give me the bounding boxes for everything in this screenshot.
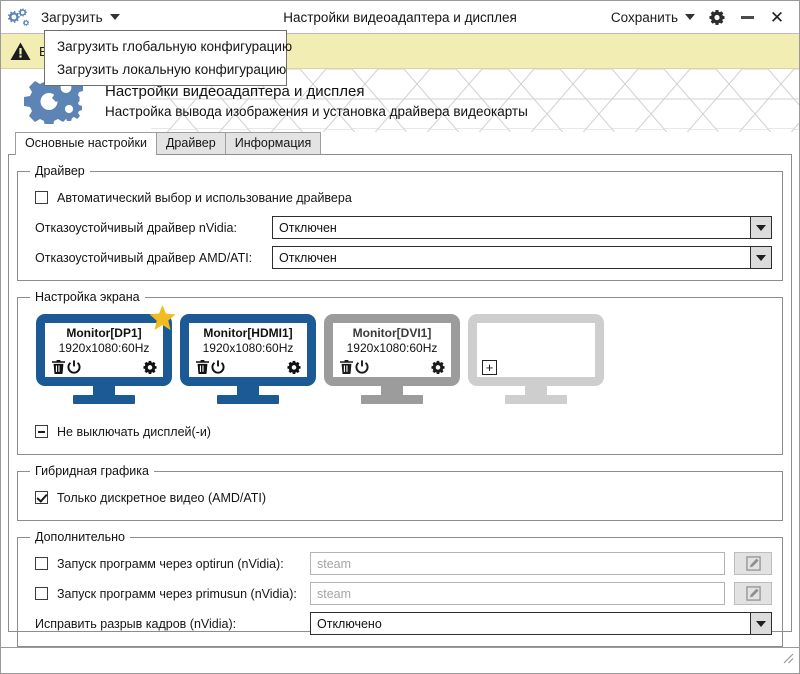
primusun-edit-button[interactable] xyxy=(734,582,772,605)
discrete-only-checkbox[interactable] xyxy=(35,491,48,504)
nvidia-fallback-value: Отключен xyxy=(279,220,337,235)
tearfix-value: Отключено xyxy=(317,616,382,631)
tab-information[interactable]: Информация xyxy=(224,132,322,155)
primusun-input[interactable]: steam xyxy=(310,582,725,605)
monitor-name: Monitor[DVI1] xyxy=(352,326,432,340)
settings-gear-button[interactable] xyxy=(703,3,731,31)
banner-title: Настройки видеоадаптера и дисплея xyxy=(105,82,365,100)
monitor-mode: 1920x1080:60Hz xyxy=(202,341,294,355)
power-icon[interactable] xyxy=(354,359,370,375)
close-button[interactable]: ✕ xyxy=(763,3,791,31)
trash-icon[interactable] xyxy=(338,359,354,375)
group-hybrid-graphics: Гибридная графика Только дискретное виде… xyxy=(17,464,783,521)
group-driver: Драйвер Автоматический выбор и использов… xyxy=(17,164,783,281)
trash-icon[interactable] xyxy=(194,359,210,375)
discrete-only-row[interactable]: Только дискретное видео (AMD/ATI) xyxy=(28,484,772,511)
group-screen-setup-legend: Настройка экрана xyxy=(35,290,140,304)
tearfix-select[interactable]: Отключено xyxy=(310,612,772,635)
chevron-down-icon[interactable] xyxy=(750,613,771,634)
monitor-card[interactable]: Monitor[DVI1] 1920x1080:60Hz xyxy=(324,314,460,404)
amd-fallback-label: Отказоустойчивый драйвер AMD/ATI: xyxy=(35,250,253,265)
keep-display-on-label: Не выключать дисплей(-и) xyxy=(57,424,211,439)
tab-panel-main-settings: Драйвер Автоматический выбор и использов… xyxy=(8,154,792,647)
tab-driver[interactable]: Драйвер xyxy=(155,132,226,155)
group-hybrid-graphics-legend: Гибридная графика xyxy=(35,464,149,478)
optirun-placeholder: steam xyxy=(317,556,352,571)
nvidia-fallback-label: Отказоустойчивый драйвер nVidia: xyxy=(35,220,237,235)
warning-triangle-icon xyxy=(10,42,31,60)
primusun-label: Запуск программ через primusun (nVidia): xyxy=(57,586,297,601)
close-icon: ✕ xyxy=(769,7,785,27)
primary-star-icon xyxy=(149,305,176,336)
optirun-edit-button[interactable] xyxy=(734,552,772,575)
group-screen-setup: Настройка экрана Monitor[DP1] 1920x1080:… xyxy=(17,290,783,455)
menu-item-load-global[interactable]: Загрузить глобальную конфигурацию xyxy=(57,39,293,54)
resize-grip-icon[interactable] xyxy=(781,651,794,669)
nvidia-fallback-row: Отказоустойчивый драйвер nVidia: Отключе… xyxy=(28,214,772,241)
gear-icon[interactable] xyxy=(142,359,158,375)
amd-fallback-select[interactable]: Отключен xyxy=(272,246,772,269)
tearfix-label: Исправить разрыв кадров (nVidia): xyxy=(35,616,237,631)
monitor-mode: 1920x1080:60Hz xyxy=(58,341,150,355)
menu-item-load-local[interactable]: Загрузить локальную конфигурацию xyxy=(57,62,287,77)
load-menu-button[interactable]: Загрузить xyxy=(35,4,126,31)
optirun-row: Запуск программ через optirun (nVidia): … xyxy=(28,550,772,577)
monitor-name: Monitor[HDMI1] xyxy=(203,326,293,340)
plus-icon[interactable]: + xyxy=(482,360,497,375)
amd-fallback-row: Отказоустойчивый драйвер AMD/ATI: Отключ… xyxy=(28,244,772,271)
primusun-row: Запуск программ через primusun (nVidia):… xyxy=(28,580,772,607)
load-dropdown-menu[interactable]: Загрузить глобальную конфигурацию Загруз… xyxy=(44,30,293,86)
tearfix-row: Исправить разрыв кадров (nVidia): Отключ… xyxy=(28,610,772,637)
save-menu-label: Сохранить xyxy=(610,9,678,25)
minimize-button[interactable] xyxy=(733,3,761,31)
page-banner: Настройки видеоадаптера и дисплея Настро… xyxy=(1,69,799,132)
chevron-down-icon[interactable] xyxy=(750,217,771,238)
power-icon[interactable] xyxy=(66,359,82,375)
monitor-card[interactable]: Monitor[HDMI1] 1920x1080:60Hz xyxy=(180,314,316,404)
power-icon[interactable] xyxy=(210,359,226,375)
tab-main-settings[interactable]: Основные настройки xyxy=(15,132,157,155)
auto-driver-checkbox[interactable] xyxy=(35,191,48,204)
group-additional-legend: Дополнительно xyxy=(35,530,125,544)
monitor-card[interactable]: Monitor[DP1] 1920x1080:60Hz xyxy=(36,305,176,404)
nvidia-fallback-select[interactable]: Отключен xyxy=(272,216,772,239)
monitor-list: Monitor[DP1] 1920x1080:60Hz xyxy=(28,305,772,406)
status-bar xyxy=(1,647,799,673)
primusun-checkbox[interactable] xyxy=(35,587,48,600)
keep-display-on-row[interactable]: Не выключать дисплей(-и) xyxy=(28,418,772,445)
group-additional: Дополнительно Запуск программ через opti… xyxy=(17,530,783,647)
optirun-label: Запуск программ через optirun (nVidia): xyxy=(57,556,284,571)
chevron-down-icon xyxy=(685,14,695,20)
pencil-icon xyxy=(745,586,761,601)
keep-display-on-checkbox[interactable] xyxy=(35,425,48,438)
amd-fallback-value: Отключен xyxy=(279,250,337,265)
auto-driver-row[interactable]: Автоматический выбор и использование дра… xyxy=(28,184,772,211)
group-driver-legend: Драйвер xyxy=(35,164,85,178)
optirun-checkbox[interactable] xyxy=(35,557,48,570)
gear-icon[interactable] xyxy=(286,359,302,375)
optirun-input[interactable]: steam xyxy=(310,552,725,575)
monitor-name: Monitor[DP1] xyxy=(66,326,142,340)
banner-subtitle: Настройка вывода изображения и установка… xyxy=(105,103,528,119)
trash-icon[interactable] xyxy=(50,359,66,375)
warning-text: В xyxy=(39,44,48,59)
load-menu-label: Загрузить xyxy=(41,9,103,25)
gear-icon[interactable] xyxy=(430,359,446,375)
save-menu-button[interactable]: Сохранить xyxy=(605,4,701,31)
chevron-down-icon[interactable] xyxy=(750,247,771,268)
app-gears-icon xyxy=(1,1,35,34)
minimize-icon xyxy=(740,15,754,19)
auto-driver-label: Автоматический выбор и использование дра… xyxy=(57,190,352,205)
monitor-add-slot[interactable]: + xyxy=(468,314,604,404)
title-bar-controls: Сохранить ✕ xyxy=(605,3,799,31)
primusun-placeholder: steam xyxy=(317,586,352,601)
discrete-only-label: Только дискретное видео (AMD/ATI) xyxy=(57,490,267,505)
chevron-down-icon xyxy=(109,14,120,20)
monitor-mode: 1920x1080:60Hz xyxy=(346,341,438,355)
pencil-icon xyxy=(745,556,761,571)
tab-strip: Основные настройки Драйвер Информация xyxy=(1,132,799,155)
